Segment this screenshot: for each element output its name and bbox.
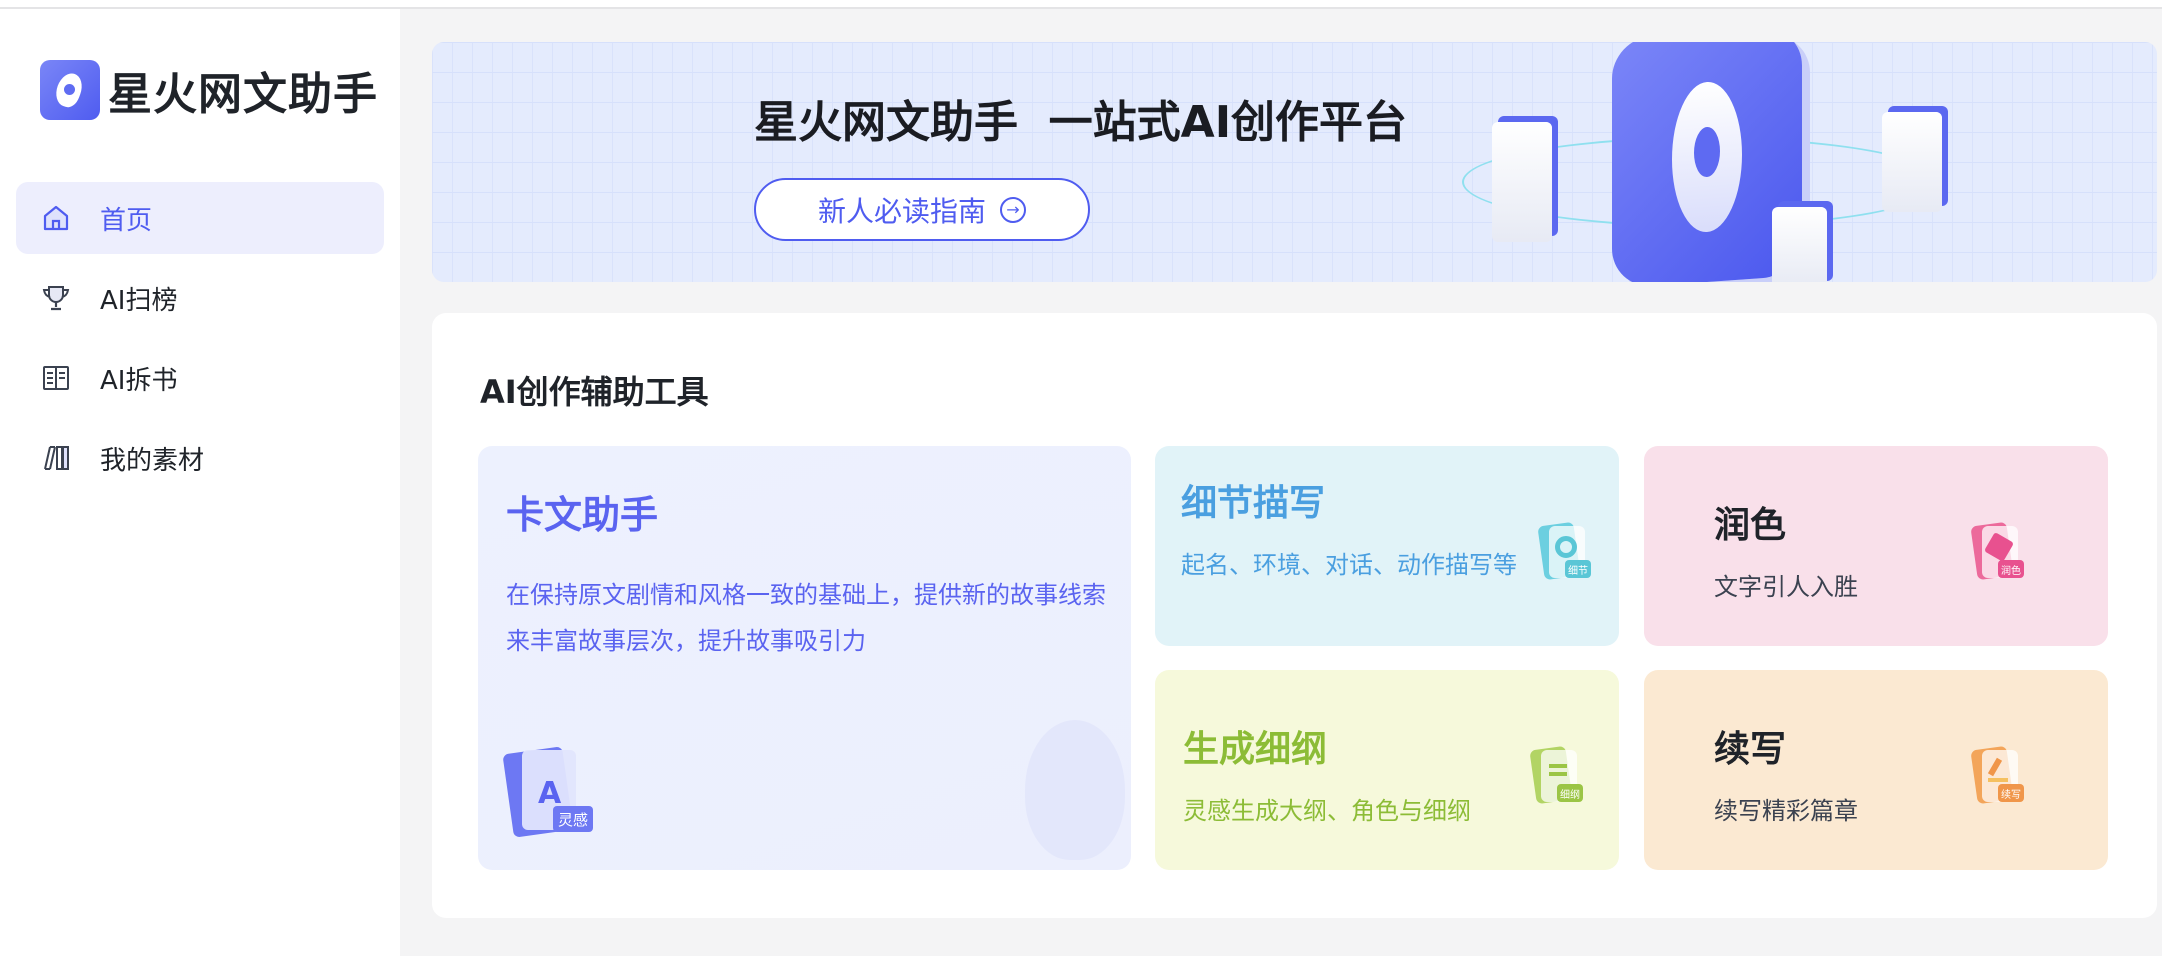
tool-card-detail-description[interactable]: 细节描写 起名、环境、对话、动作描写等 细节 xyxy=(1155,446,1619,646)
tool-desc: 起名、环境、对话、动作描写等 xyxy=(1181,551,1517,579)
ai-tools-panel: AI创作辅助工具 卡文助手 在保持原文剧情和风格一致的基础上，提供新的故事线索来… xyxy=(432,313,2157,918)
sidebar-item-my-materials[interactable]: 我的素材 xyxy=(16,422,384,494)
spark-logo-icon xyxy=(40,60,100,120)
polish-brush-icon: 润色 xyxy=(1970,520,2024,581)
book-icon xyxy=(42,364,70,392)
tool-tag: 细纲 xyxy=(1557,784,1583,802)
folder-illustration xyxy=(1882,112,1942,212)
tool-tag: 润色 xyxy=(1998,560,2024,578)
bookshelf-icon xyxy=(42,444,70,472)
tool-title: 卡文助手 xyxy=(506,493,659,537)
sidebar-item-label: AI拆书 xyxy=(100,365,178,396)
tool-card-writer-block-helper[interactable]: 卡文助手 在保持原文剧情和风格一致的基础上，提供新的故事线索来丰富故事层次，提升… xyxy=(478,446,1131,870)
sidebar-nav: 首页 AI扫榜 AI拆书 我的素材 xyxy=(16,182,384,502)
tool-card-generate-outline[interactable]: 生成细纲 灵感生成大纲、角色与细纲 细纲 xyxy=(1155,670,1619,870)
chart-document-illustration xyxy=(1492,122,1552,242)
app-name: 星火网文助手 xyxy=(108,69,378,120)
sidebar-item-ai-ranking[interactable]: AI扫榜 xyxy=(16,262,384,334)
detail-target-icon: 细节 xyxy=(1537,520,1591,581)
sidebar-item-home[interactable]: 首页 xyxy=(16,182,384,254)
tool-desc: 在保持原文剧情和风格一致的基础上，提供新的故事线索来丰富故事层次，提升故事吸引力 xyxy=(506,581,1106,655)
banner-title: 星火网文助手 一站式AI创作平台 xyxy=(754,97,1408,148)
inspiration-icon: A 灵感 xyxy=(502,746,594,838)
tool-desc: 续写精彩篇章 xyxy=(1714,797,1858,825)
app-logo[interactable]: 星火网文助手 xyxy=(40,58,378,122)
section-title: AI创作辅助工具 xyxy=(480,373,709,411)
tool-desc: 文字引人入胜 xyxy=(1714,573,1858,601)
guide-button-label: 新人必读指南 xyxy=(817,194,986,228)
tool-title: 续写 xyxy=(1714,729,1787,770)
window-top-border xyxy=(0,0,2162,9)
sidebar-item-ai-book-analysis[interactable]: AI拆书 xyxy=(16,342,384,414)
home-icon xyxy=(42,204,70,232)
sidebar-item-label: 我的素材 xyxy=(100,445,205,476)
sidebar-item-label: 首页 xyxy=(100,205,153,236)
tool-title: 细节描写 xyxy=(1181,483,1326,524)
tool-tag: 细节 xyxy=(1565,560,1591,578)
flame-watermark-icon xyxy=(1025,720,1125,860)
outline-list-icon: 细纲 xyxy=(1529,744,1583,805)
tool-card-polish[interactable]: 润色 文字引人入胜 润色 xyxy=(1644,446,2108,646)
arrow-right-circle-icon: → xyxy=(1000,196,1026,223)
sidebar-item-label: AI扫榜 xyxy=(100,285,178,316)
tool-title: 润色 xyxy=(1714,505,1787,546)
file-box-illustration xyxy=(1772,207,1827,282)
sidebar: 星火网文助手 首页 AI扫榜 AI拆书 我的素材 xyxy=(0,9,400,956)
continue-pen-icon: 续写 xyxy=(1970,744,2024,805)
beginner-guide-button[interactable]: 新人必读指南 → xyxy=(754,178,1090,241)
trophy-icon xyxy=(42,284,70,312)
tool-tag: 续写 xyxy=(1998,784,2024,802)
tool-card-continue-writing[interactable]: 续写 续写精彩篇章 续写 xyxy=(1644,670,2108,870)
hero-banner: 星火网文助手 一站式AI创作平台 新人必读指南 → xyxy=(432,42,2157,282)
tool-tag: 灵感 xyxy=(553,806,593,832)
tool-desc: 灵感生成大纲、角色与细纲 xyxy=(1183,797,1471,825)
tool-title: 生成细纲 xyxy=(1183,729,1328,770)
